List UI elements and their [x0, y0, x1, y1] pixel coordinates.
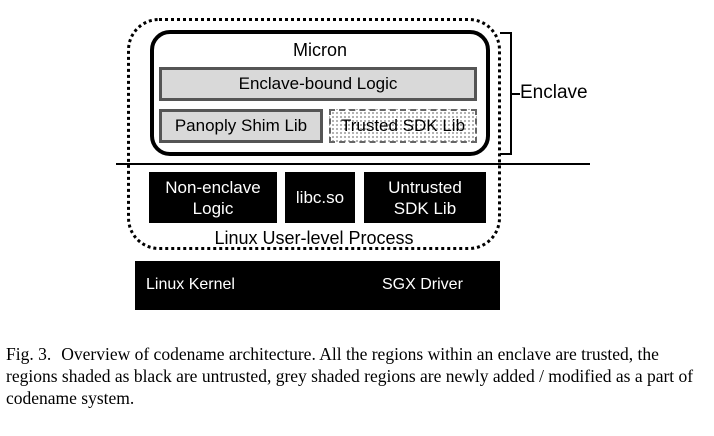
micron-title: Micron [292, 39, 347, 60]
non-enclave-logic-line2: Logic [192, 198, 234, 218]
untrusted-sdk-line1: Untrusted [388, 177, 462, 197]
figure-caption: Fig. 3.Overview of codename architecture… [6, 343, 710, 409]
user-process-label: Linux User-level Process [214, 228, 414, 248]
trusted-sdk-lib-box: Trusted SDK Lib [329, 109, 477, 143]
non-enclave-logic-box: Non-enclave Logic [149, 172, 277, 223]
figure-number: Fig. 3. [6, 344, 52, 364]
untrusted-sdk-lib-box: Untrusted SDK Lib [364, 172, 486, 223]
libc-box: libc.so [285, 172, 355, 223]
caption-text: Overview of codename architecture. All t… [6, 344, 694, 408]
linux-kernel-bar [135, 261, 500, 310]
enclave-bracket [500, 32, 512, 155]
enclave-label: Enclave [520, 82, 588, 103]
trust-boundary-line [116, 163, 590, 165]
sgx-driver-label: SGX Driver [382, 276, 463, 293]
enclave-bracket-tick [512, 93, 520, 95]
untrusted-sdk-line2: SDK Lib [393, 198, 457, 218]
linux-kernel-label: Linux Kernel [146, 276, 235, 293]
panoply-shim-lib-box: Panoply Shim Lib [159, 109, 323, 143]
non-enclave-logic-line1: Non-enclave [165, 177, 261, 197]
enclave-bound-logic-box: Enclave-bound Logic [159, 67, 477, 101]
user-process-boundary [127, 18, 501, 250]
